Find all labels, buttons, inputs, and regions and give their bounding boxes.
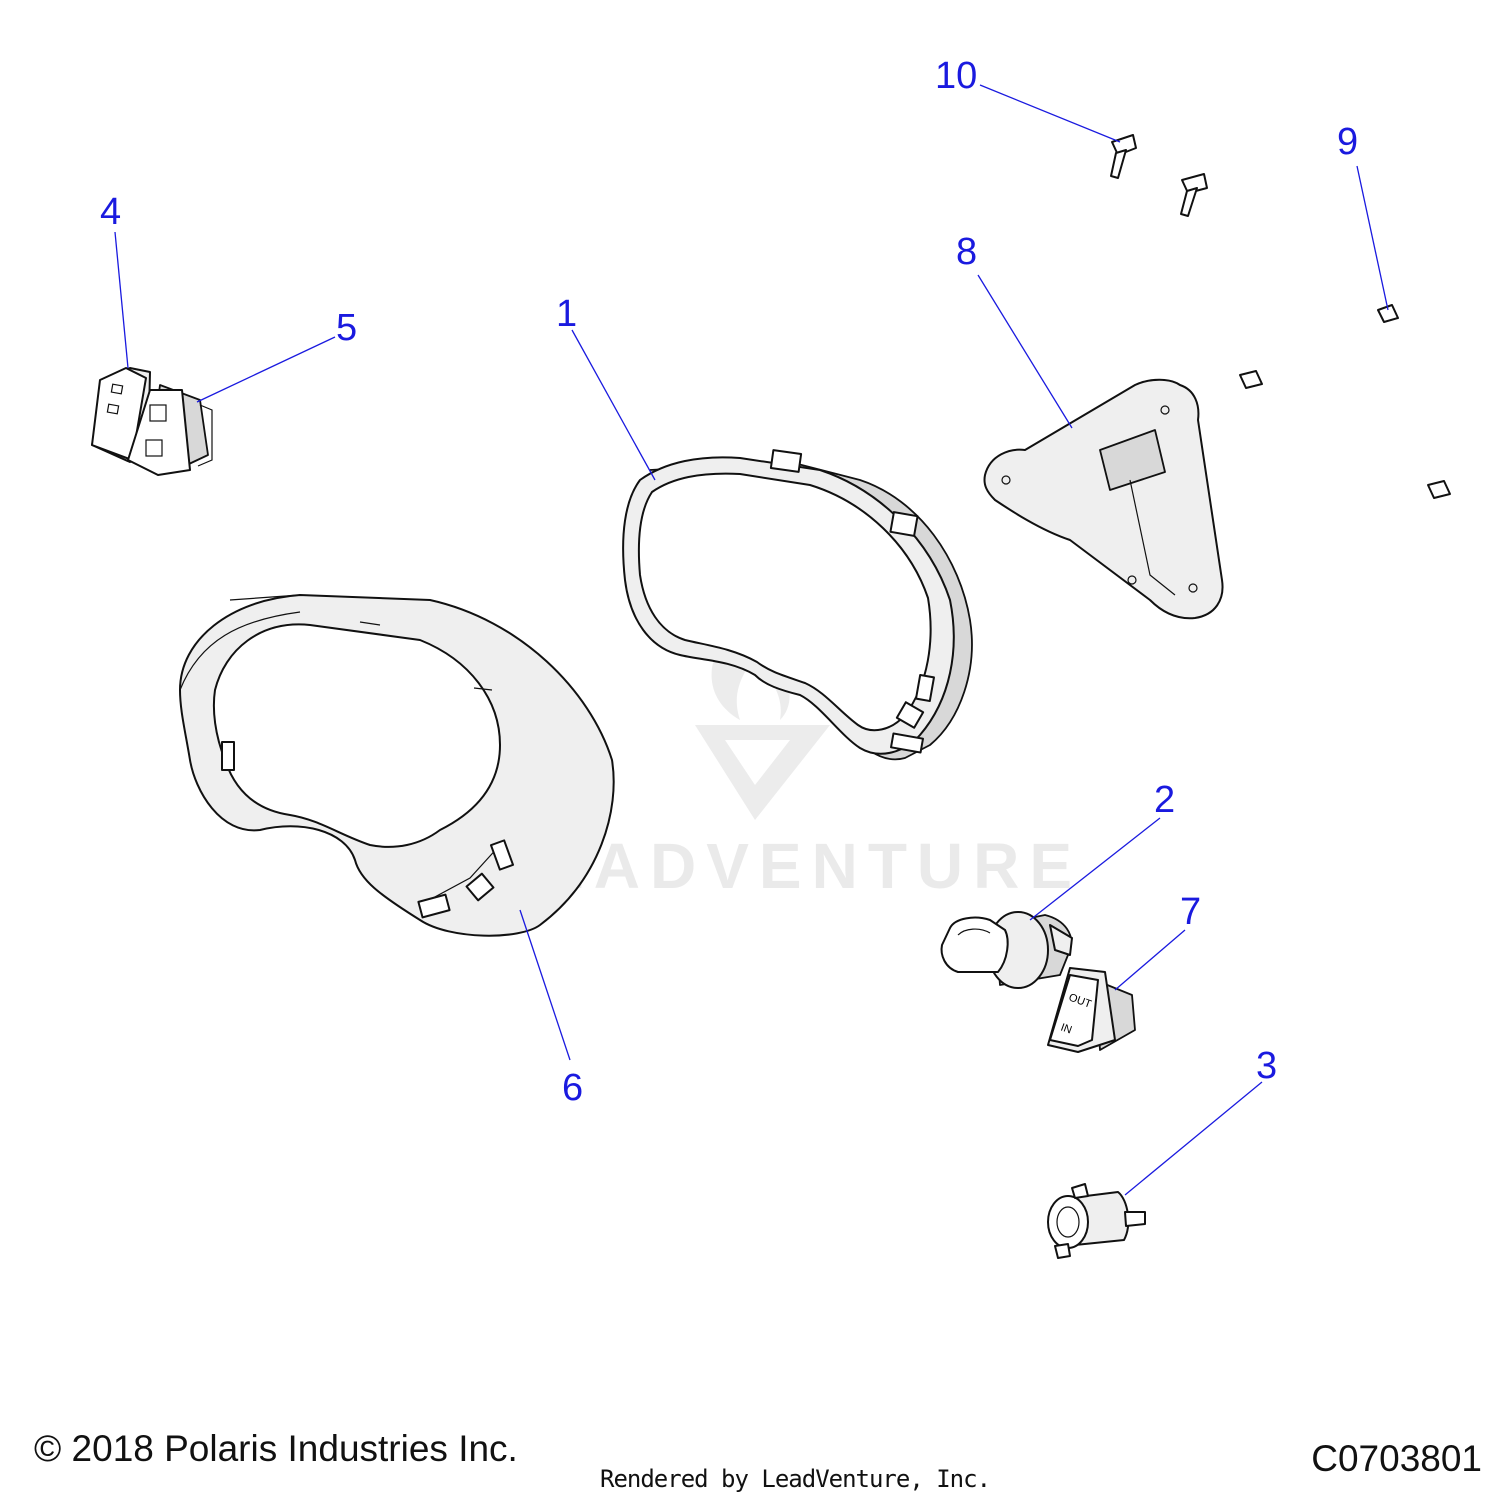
leader-8	[977, 274, 1073, 429]
leader-lines	[114, 84, 1389, 1196]
callout-3: 3	[1256, 1045, 1277, 1087]
rendered-by-text: Rendered by LeadVenture, Inc.	[600, 1465, 991, 1493]
callout-6: 6	[562, 1067, 583, 1109]
leader-7	[1114, 929, 1186, 991]
leader-4	[114, 231, 129, 369]
leader-5	[196, 336, 336, 403]
part-2-ignition-switch	[940, 911, 1073, 989]
leader-10	[979, 84, 1121, 143]
callout-numbers: 1 2 3 4 5 6 7 8 9 10	[100, 55, 1358, 1109]
part-3-power-outlet	[1047, 1183, 1146, 1259]
callout-2: 2	[1154, 779, 1175, 821]
leader-1	[571, 329, 656, 481]
callout-8: 8	[956, 231, 977, 273]
part-8-bracket	[983, 378, 1224, 620]
leader-2	[1029, 817, 1161, 921]
part-10-screws	[1110, 134, 1208, 217]
callout-1: 1	[556, 293, 577, 335]
leader-3	[1124, 1081, 1263, 1196]
leader-6	[519, 909, 571, 1061]
diagram-code: C0703801	[1311, 1438, 1482, 1479]
callout-9: 9	[1337, 121, 1358, 163]
part-1-instrument-cluster	[622, 449, 973, 761]
callout-7: 7	[1180, 891, 1201, 933]
part-4-5-switches	[91, 367, 213, 476]
part-6-bezel	[179, 594, 615, 937]
part-9-clips	[1239, 304, 1451, 499]
callout-4: 4	[100, 191, 121, 233]
callout-10: 10	[935, 55, 977, 97]
leader-9	[1356, 165, 1389, 311]
part-7-rocker-switch: OUT IN	[1047, 967, 1136, 1053]
part-7-legend-in: IN	[1059, 1022, 1073, 1037]
watermark-chevron	[695, 725, 830, 820]
copyright-notice: © 2018 Polaris Industries Inc.	[34, 1428, 518, 1469]
callout-5: 5	[336, 307, 357, 349]
